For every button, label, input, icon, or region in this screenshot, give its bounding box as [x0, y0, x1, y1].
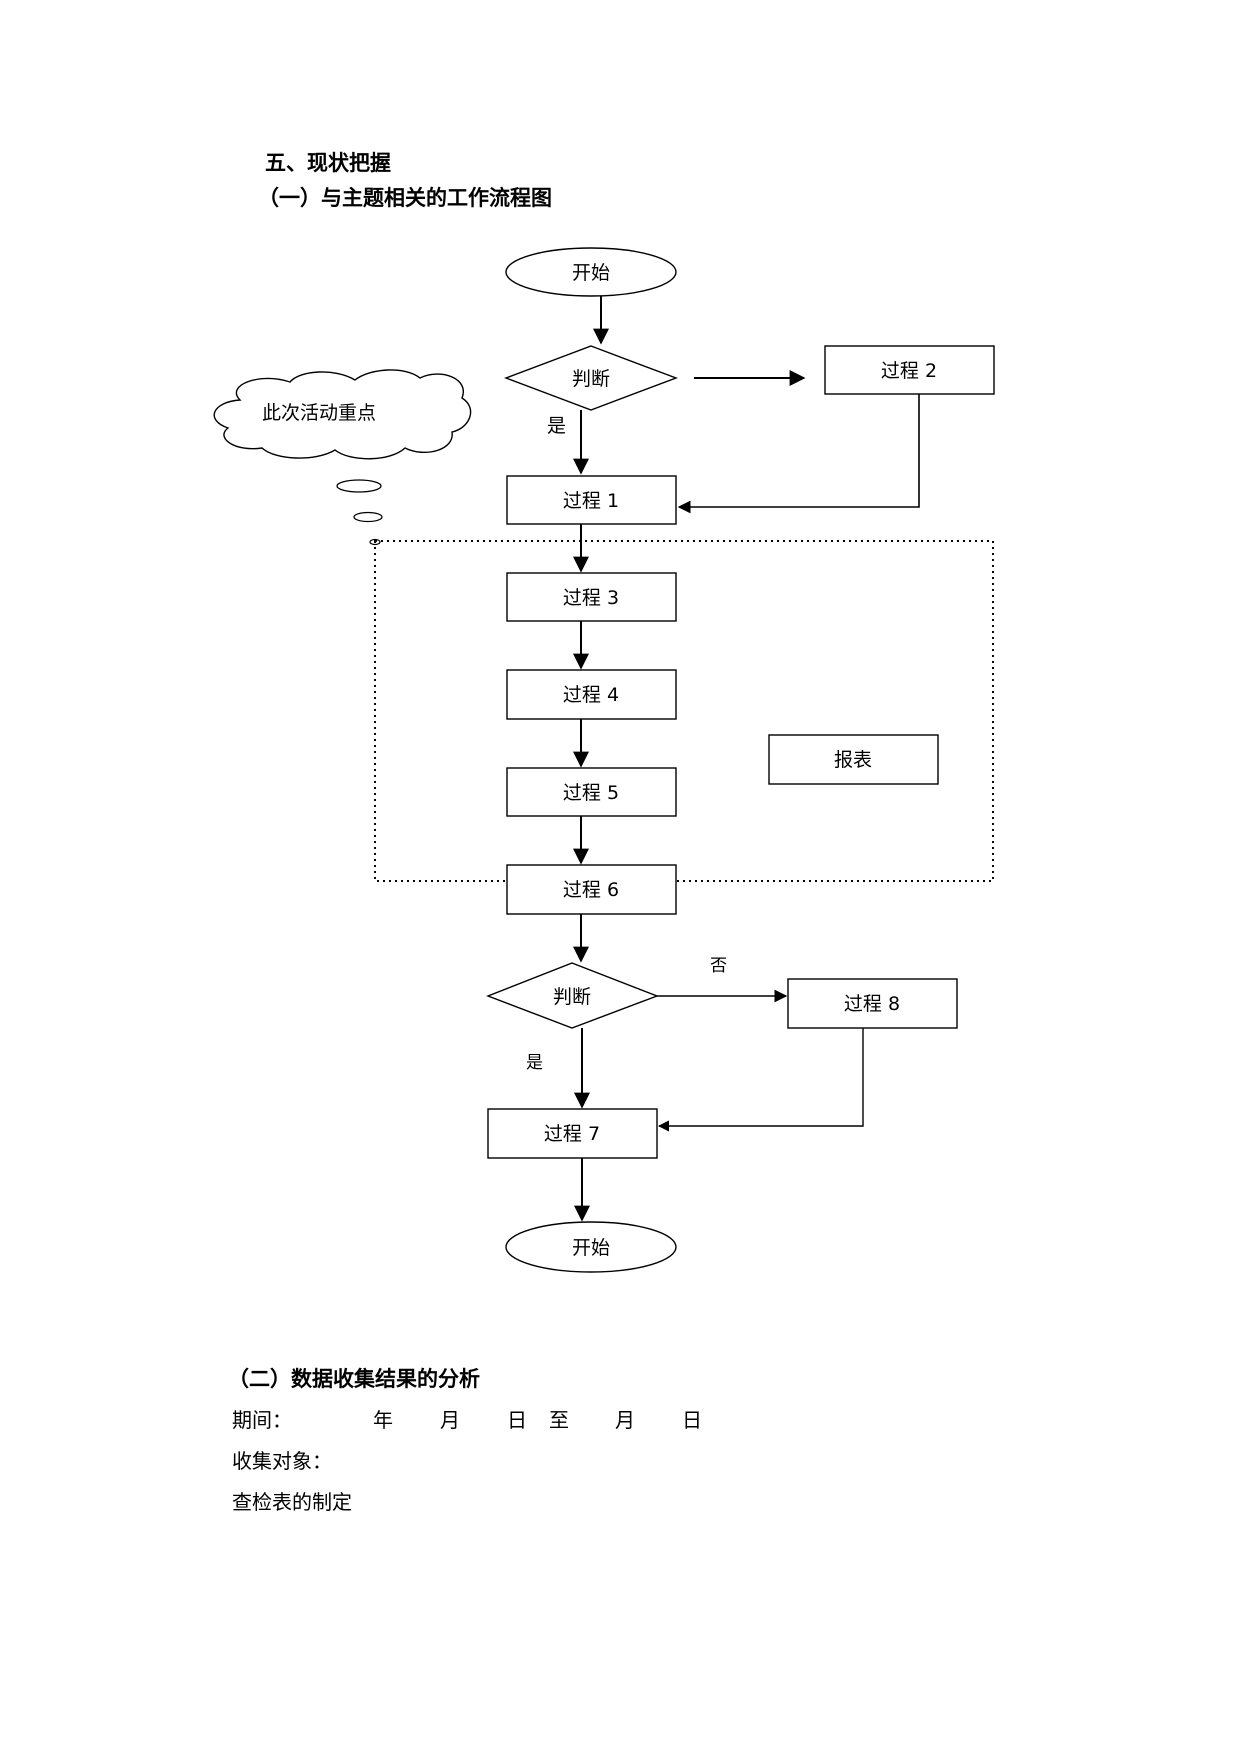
process-5-box: 过程 5 [506, 767, 677, 817]
period-month-end: 月 [615, 1408, 635, 1432]
workflow-diagram: 此次活动重点 开始 判断 是 过程 2 过程 1 过程 3 过程 4 [213, 247, 995, 1273]
process-3-box: 过程 3 [506, 572, 677, 622]
process-1-box: 过程 1 [506, 475, 677, 525]
start-label: 开始 [572, 262, 610, 284]
process-4-label: 过程 4 [563, 684, 619, 706]
period-month-start: 月 [440, 1408, 460, 1432]
report-box: 报表 [768, 734, 939, 785]
process-1-label: 过程 1 [563, 490, 619, 512]
process-8-box: 过程 8 [787, 978, 958, 1029]
period-label: 期间： [232, 1408, 292, 1432]
focus-area-boundary [374, 540, 994, 882]
thought-bubble-tiny [369, 538, 381, 546]
decision-node-1: 判断 [504, 345, 678, 411]
decision-2-yes-label: 是 [526, 1053, 543, 1073]
end-label: 开始 [572, 1237, 610, 1259]
period-to: 至 [549, 1408, 569, 1432]
decision-1-label: 判断 [572, 368, 610, 390]
collection-target-label: 收集对象： [232, 1449, 332, 1473]
end-node: 开始 [505, 1221, 677, 1273]
process-4-box: 过程 4 [506, 669, 677, 720]
process-6-box: 过程 6 [506, 864, 677, 915]
process-8-label: 过程 8 [844, 993, 900, 1015]
checklist-label: 查检表的制定 [232, 1490, 352, 1514]
decision-2-no-label: 否 [710, 956, 727, 976]
period-day-start: 日 [507, 1408, 527, 1432]
thought-bubble-small [353, 511, 383, 523]
decision-1-yes-label: 是 [547, 415, 566, 437]
callout-cloud: 此次活动重点 [213, 369, 472, 460]
process-6-label: 过程 6 [563, 879, 619, 901]
arrow-process-8-to-process-7 [657, 1028, 864, 1132]
section-title: 五、现状把握 [265, 150, 391, 175]
decision-node-2: 判断 [486, 962, 659, 1029]
report-label: 报表 [834, 749, 872, 771]
subsection-title-workflow: （一）与主题相关的工作流程图 [258, 185, 552, 210]
thought-bubble-large [336, 479, 382, 493]
process-3-label: 过程 3 [563, 587, 619, 609]
arrow-process-2-to-process-1 [677, 394, 920, 514]
period-year: 年 [373, 1408, 393, 1432]
subsection-title-data-analysis: （二）数据收集结果的分析 [228, 1366, 480, 1391]
process-7-box: 过程 7 [487, 1108, 658, 1159]
process-5-label: 过程 5 [563, 782, 619, 804]
process-2-label: 过程 2 [881, 360, 937, 382]
callout-text: 此次活动重点 [262, 402, 376, 424]
period-day-end: 日 [682, 1408, 702, 1432]
start-node: 开始 [505, 247, 677, 297]
process-2-box: 过程 2 [824, 345, 995, 395]
decision-2-label: 判断 [553, 986, 591, 1008]
process-7-label: 过程 7 [544, 1123, 600, 1145]
